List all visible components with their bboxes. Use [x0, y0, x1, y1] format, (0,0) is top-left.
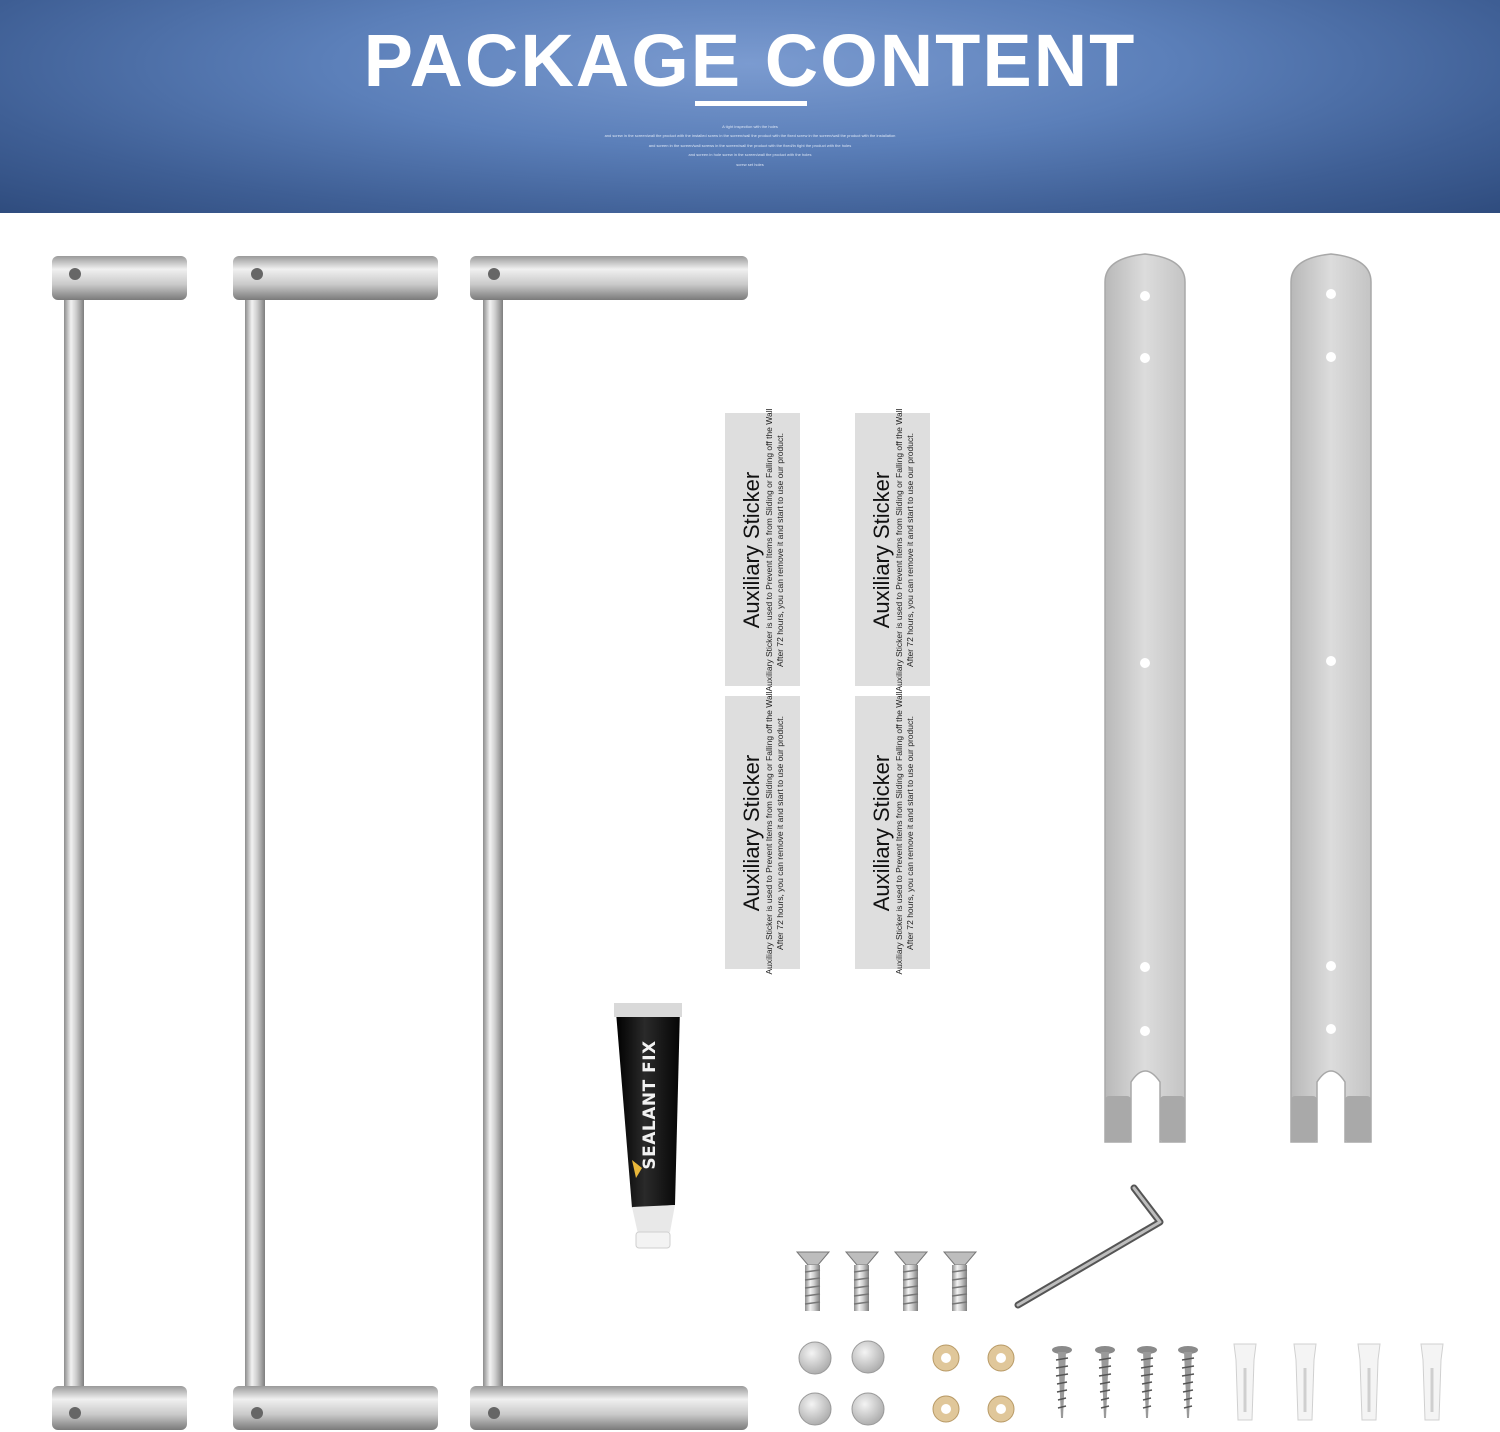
sticker-text: Auxiliary Sticker is used to Prevent Ite… — [893, 408, 904, 691]
sticker-text: Auxiliary Sticker is used to Prevent Ite… — [893, 691, 904, 974]
fine-print-line: and screw in the screen/wall the product… — [604, 133, 896, 138]
towel-bar — [52, 256, 187, 1430]
cover-cap — [798, 1392, 832, 1426]
wall-anchor — [1420, 1343, 1444, 1421]
cover-cap — [798, 1341, 832, 1375]
countersunk-screw — [844, 1251, 880, 1311]
towel-bar — [470, 256, 748, 1430]
sticker-title: Auxiliary Sticker — [738, 471, 764, 628]
sticker-title: Auxiliary Sticker — [868, 471, 894, 628]
cover-cap — [851, 1340, 885, 1374]
wood-screw — [1137, 1346, 1157, 1418]
sealant-tube — [614, 1003, 682, 1249]
title-underline — [695, 101, 807, 106]
auxiliary-sticker: Auxiliary Sticker Auxiliary Sticker is u… — [725, 408, 800, 691]
countersunk-screw — [942, 1251, 978, 1311]
towel-bar — [233, 256, 438, 1430]
sticker-title: Auxiliary Sticker — [738, 754, 764, 911]
sealant-tube-label: SEALANT FIX — [640, 1040, 660, 1170]
page-title: PACKAGE CONTENT — [363, 19, 1137, 102]
sticker-text: Auxiliary Sticker is used to Prevent Ite… — [763, 408, 774, 691]
auxiliary-sticker: Auxiliary Sticker Auxiliary Sticker is u… — [855, 408, 930, 691]
washer — [932, 1344, 960, 1372]
sticker-text: Auxiliary Sticker is used to Prevent Ite… — [763, 691, 774, 974]
fine-print-line: screw set holes — [736, 162, 764, 167]
fine-print-line: A tight inspection with the holes — [722, 124, 778, 129]
sticker-text: After 72 hours, you can remove it and st… — [904, 432, 915, 667]
wall-anchor — [1293, 1343, 1317, 1421]
fine-print-line: and screen in hole screw in the screen/w… — [688, 152, 812, 157]
washer — [987, 1344, 1015, 1372]
wood-screw — [1095, 1346, 1115, 1418]
auxiliary-sticker: Auxiliary Sticker Auxiliary Sticker is u… — [725, 691, 800, 974]
sticker-text: After 72 hours, you can remove it and st… — [904, 715, 915, 950]
sticker-text: After 72 hours, you can remove it and st… — [774, 432, 785, 667]
countersunk-screw — [795, 1251, 831, 1311]
wall-anchor — [1233, 1343, 1257, 1421]
header-banner: PACKAGE CONTENT A tight inspection with … — [0, 0, 1500, 213]
washer — [932, 1395, 960, 1423]
wall-anchor — [1357, 1343, 1381, 1421]
allen-key — [1014, 1184, 1164, 1309]
cover-cap — [851, 1392, 885, 1426]
auxiliary-sticker: Auxiliary Sticker Auxiliary Sticker is u… — [855, 691, 930, 974]
countersunk-screw — [893, 1251, 929, 1311]
sticker-text: After 72 hours, you can remove it and st… — [774, 715, 785, 950]
washer — [987, 1395, 1015, 1423]
wood-screw — [1052, 1346, 1072, 1418]
fine-print-line: and screen in the screen/wall screws in … — [648, 143, 852, 148]
sticker-title: Auxiliary Sticker — [868, 754, 894, 911]
wood-screw — [1178, 1346, 1198, 1418]
wall-bracket — [1104, 253, 1186, 1143]
wall-bracket — [1290, 253, 1372, 1143]
